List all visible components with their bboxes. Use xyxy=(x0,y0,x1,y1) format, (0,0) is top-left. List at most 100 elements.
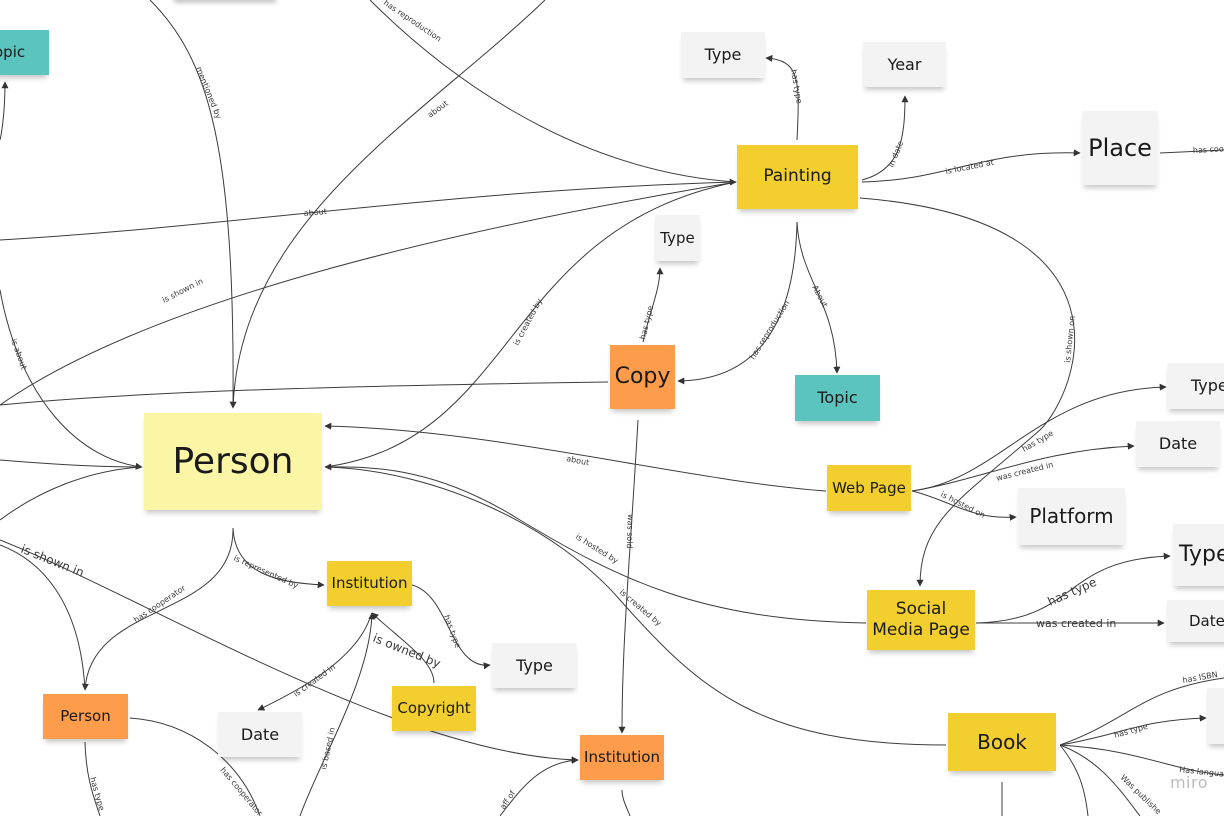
sticky-note-label: Place xyxy=(1088,134,1152,162)
connector-is-shown-in-left xyxy=(0,181,737,406)
sticky-note-copy[interactable]: Copy xyxy=(610,345,675,409)
label-has-type-person: has type xyxy=(88,776,106,812)
sticky-note-label: Institution xyxy=(584,748,660,767)
connector-left-mid xyxy=(0,459,143,468)
connector-has-type-book xyxy=(1059,714,1207,746)
sticky-note-label: Painting xyxy=(763,166,832,187)
sticky-note-type-right2[interactable]: Type xyxy=(1173,524,1224,586)
sticky-note-label: Type xyxy=(1191,376,1224,395)
connector-in-date xyxy=(861,95,909,181)
connector-staff-of xyxy=(499,756,579,816)
label-has-cooperator: has cooperator xyxy=(132,583,188,625)
label-was-published: Was publishe xyxy=(1119,773,1163,816)
connector-about-top xyxy=(232,0,546,409)
connector-has-type-inst xyxy=(411,584,491,670)
connector-about-topic xyxy=(796,221,841,374)
connector-has-coordinates xyxy=(1159,149,1224,154)
label-has-type-painting: has type xyxy=(789,69,804,105)
sticky-note-type-inst[interactable]: Type xyxy=(492,643,577,688)
sticky-note-label: Person xyxy=(172,441,294,482)
label-is-about: is about xyxy=(9,338,28,371)
sticky-note-place[interactable]: Place xyxy=(1082,111,1158,185)
connector-is-represented-by xyxy=(232,527,325,589)
sticky-note-institution-1[interactable]: Institution xyxy=(327,561,412,606)
label-has-type-copy: has type xyxy=(638,305,655,341)
label-was-created-in-social: was created in xyxy=(1036,617,1116,630)
sticky-note-platform[interactable]: Platform xyxy=(1018,488,1125,545)
sticky-note-label: Social Media Page xyxy=(872,598,970,640)
sticky-note-topic-left[interactable]: opic xyxy=(0,30,49,75)
connector-has-reproduction-top xyxy=(369,0,737,183)
sticky-note-copyright[interactable]: Copyright xyxy=(392,686,476,731)
label-has-type-book: has type xyxy=(1113,722,1149,740)
sticky-note-label: Type xyxy=(516,655,553,675)
sticky-note-web-page[interactable]: Web Page xyxy=(827,465,911,511)
connector-has-isbn xyxy=(1059,677,1224,746)
connector-was-published xyxy=(1059,744,1141,816)
sticky-note-institution-2[interactable]: Institution xyxy=(580,735,664,780)
label-is-shown-in-left: is shown in xyxy=(161,277,205,305)
connector-is-shown-in-big xyxy=(0,539,579,764)
label-is-created-by-painting: is created by xyxy=(512,297,544,347)
connector-is-created-in xyxy=(257,617,371,711)
connector-book-down-b xyxy=(1059,744,1089,816)
sticky-note-painting[interactable]: Painting xyxy=(737,145,858,209)
connector-about-webpage xyxy=(324,422,827,492)
connector-is-about xyxy=(0,289,143,470)
connector-is-created-by-painting xyxy=(324,181,737,468)
sticky-note-person-main[interactable]: Person xyxy=(144,413,322,510)
sticky-note-label: Person xyxy=(60,707,111,726)
connector-has-cooperator-bottom xyxy=(129,717,261,816)
label-is-based-in: is based in xyxy=(319,727,337,771)
sticky-note-label: Topic xyxy=(817,388,858,407)
sticky-note-person-small[interactable]: Person xyxy=(43,694,128,739)
label-has-type-inst: has type xyxy=(442,614,462,650)
connector-has-type-person xyxy=(84,741,101,816)
sticky-note-date-right1[interactable]: Date xyxy=(1136,421,1220,467)
sticky-note-label: Type xyxy=(1179,542,1224,568)
sticky-note-partial-right[interactable] xyxy=(1207,688,1224,744)
connector-is-shown-on xyxy=(859,197,1076,587)
connector-was-created-in-web xyxy=(911,442,1135,492)
connector-has-reproduction xyxy=(677,221,798,385)
sticky-note-social-media-page[interactable]: Social Media Page xyxy=(867,590,975,650)
sticky-note-book[interactable]: Book xyxy=(948,713,1056,771)
sticky-note-label: Institution xyxy=(331,574,408,593)
label-about-long: about xyxy=(303,207,327,218)
label-has-reproduction: has reproduction xyxy=(748,299,792,361)
sticky-note-label: Type xyxy=(660,228,695,247)
sticky-note-type-right1[interactable]: Type xyxy=(1167,363,1224,409)
connector-mentioned-by xyxy=(149,0,237,409)
sticky-note-label: Type xyxy=(704,45,742,64)
sticky-note-year[interactable]: Year xyxy=(863,42,946,87)
sticky-note-type-top[interactable]: Type xyxy=(681,32,765,78)
sticky-note-topic-mid[interactable]: Topic xyxy=(795,375,880,421)
connector-is-based-in xyxy=(299,612,376,816)
label-was-sold: was sold xyxy=(625,514,635,549)
connector-has-type-web xyxy=(911,383,1167,492)
sticky-note-type-copy[interactable]: Type xyxy=(655,215,700,261)
sticky-note-date-right2[interactable]: Date xyxy=(1167,600,1224,642)
miro-watermark: miro xyxy=(1169,773,1208,792)
label-has-coordinates: has coor xyxy=(1193,144,1224,155)
connector-was-sold xyxy=(618,419,639,734)
sticky-note-label: Web Page xyxy=(832,478,906,497)
connector-has-cooperator xyxy=(81,527,234,691)
connector-topic-left xyxy=(0,81,9,141)
sticky-note-date-small[interactable]: Date xyxy=(218,712,302,757)
label-was-created-in-web: was created in xyxy=(995,460,1054,483)
sticky-note-label: Date xyxy=(1158,434,1198,453)
connector-institution-down xyxy=(621,789,631,816)
connector-left-to-person xyxy=(0,544,86,691)
sticky-note-label: Copy xyxy=(614,364,671,390)
label-about-webpage: about xyxy=(566,454,590,467)
sticky-note-label: Book xyxy=(977,729,1027,754)
label-mentioned-by: mentioned by xyxy=(194,65,223,120)
connector-is-created-by-book xyxy=(324,466,947,746)
connector-is-hosted-on xyxy=(911,490,1017,521)
label-about-topic: About xyxy=(810,284,829,309)
label-is-owned-by: is owned by xyxy=(371,631,443,671)
label-in-date: in date xyxy=(887,139,906,168)
label-is-located-at: is located at xyxy=(945,158,995,176)
